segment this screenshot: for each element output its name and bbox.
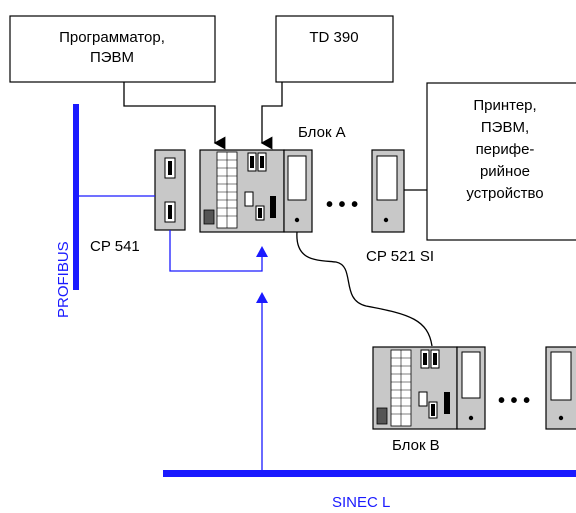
programmer-arrow — [124, 82, 215, 143]
block-b-io-module — [457, 347, 485, 429]
printer-box: Принтер, ПЭВМ, перифе- рийное устройство — [427, 83, 576, 240]
block-a-io-module — [284, 150, 312, 232]
block-a-label: Блок A — [298, 124, 346, 141]
block-b-right-module — [546, 347, 576, 429]
sinec-label: SINEC L — [332, 494, 390, 511]
cp541-label: CP 541 — [90, 238, 140, 255]
td390-arrow — [262, 82, 282, 143]
block-b-ellipsis: • • • — [498, 390, 530, 412]
block-a-cpu — [200, 150, 284, 232]
cp541-cpu-link — [170, 230, 262, 271]
programmer-box: Программатор, ПЭВМ — [10, 16, 215, 82]
printer-label-line4: рийное — [480, 163, 530, 180]
sinec-arrowhead — [256, 292, 268, 303]
programmer-label-line1: Программатор, — [59, 29, 165, 46]
printer-label-line2: ПЭВМ, — [481, 119, 529, 136]
td390-box: TD 390 — [276, 16, 393, 82]
printer-label-line1: Принтер, — [473, 97, 536, 114]
printer-label-line3: перифе- — [476, 141, 535, 158]
td390-label: TD 390 — [309, 29, 358, 46]
profibus-label: PROFIBUS — [55, 241, 72, 318]
printer-label-line5: устройство — [466, 185, 543, 202]
sinec-bus — [163, 470, 576, 477]
block-b-label: Блок B — [392, 437, 440, 454]
cp541-module — [155, 150, 185, 230]
cp541-cpu-arrowhead — [256, 246, 268, 257]
block-a-ellipsis: • • • — [326, 194, 358, 216]
cp521-label: CP 521 SI — [366, 248, 434, 265]
block-b-cpu — [373, 347, 457, 429]
programmer-label-line2: ПЭВМ — [90, 49, 134, 66]
profibus-bus — [73, 104, 79, 290]
cp521-module — [372, 150, 404, 232]
